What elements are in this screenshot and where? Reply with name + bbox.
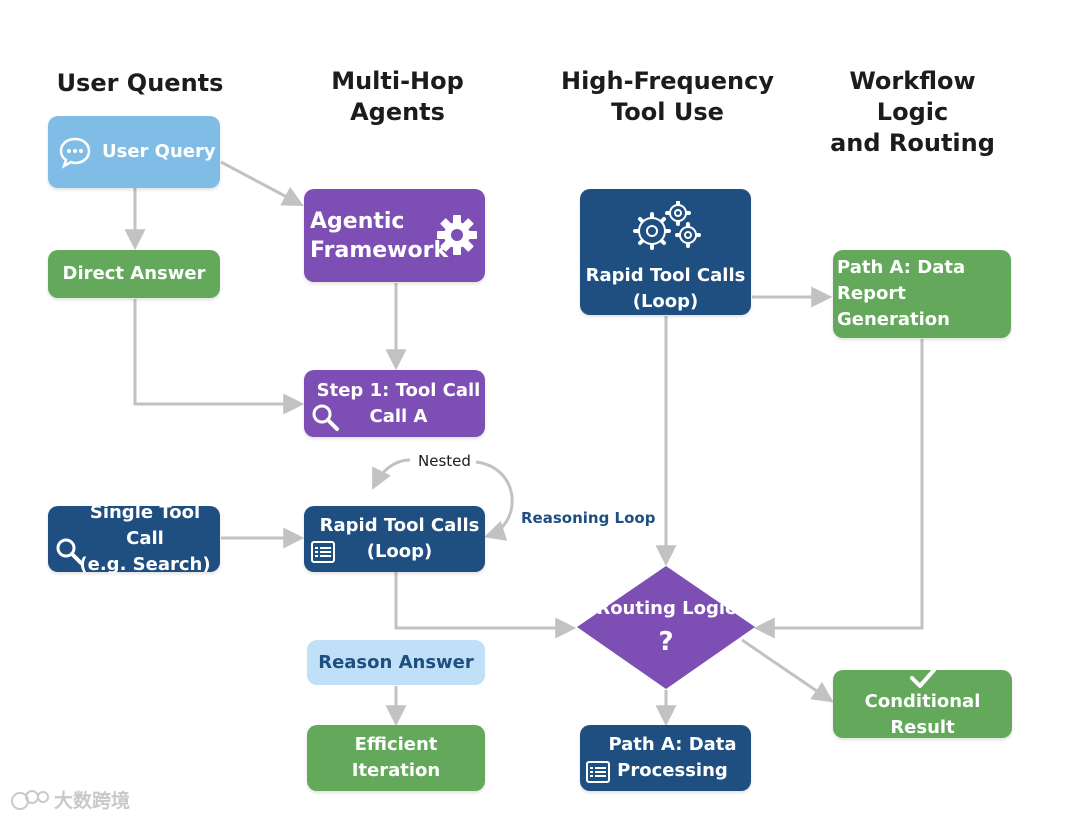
node-conditional-result[interactable]: Conditional Result	[833, 668, 1012, 738]
header-high-frequency-tool-use: High-Frequency Tool Use	[560, 67, 774, 126]
chat-bubble-icon	[59, 137, 91, 169]
node-step1-tool-call-label: Step 1: Tool Call Call A	[316, 379, 481, 427]
node-single-tool-call-label: Single Tool Call (e.g. Search)	[79, 502, 211, 575]
list-icon	[586, 761, 610, 783]
gears-icon	[632, 201, 701, 250]
edge-rapid-to-routing	[394, 572, 577, 639]
edge-report-to-routing	[753, 339, 924, 639]
node-routing-logic[interactable]: Routing Logic ?	[576, 565, 756, 690]
question-mark-icon: ?	[658, 627, 674, 657]
search-icon	[312, 404, 339, 431]
node-user-query-label: User Query	[102, 141, 216, 162]
node-step1-tool-call[interactable]: Step 1: Tool Call Call A	[304, 370, 485, 437]
list-icon	[311, 541, 335, 563]
watermark: 大数跨境	[10, 786, 130, 813]
routing-logic-label: Routing Logic	[596, 598, 736, 619]
node-direct-answer-label: Direct Answer	[62, 263, 206, 284]
node-path-a-processing-label: Path A: Data Processing	[608, 734, 737, 781]
node-efficient-iteration-label: Efficient Iteration	[351, 734, 441, 781]
edge-nested-loop	[372, 458, 411, 490]
node-agentic-framework[interactable]: Agentic Framework	[304, 189, 485, 282]
gear-icon	[437, 215, 477, 255]
watermark-text: 大数跨境	[54, 790, 131, 812]
node-single-tool-call[interactable]: Single Tool Call (e.g. Search)	[48, 502, 220, 575]
node-rapid-tool-calls-top[interactable]: Rapid Tool Calls (Loop)	[580, 189, 751, 315]
node-agentic-framework-label: Agentic Framework	[310, 208, 449, 263]
edge-direct-to-step1	[133, 299, 305, 415]
node-path-a-report[interactable]: Path A: Data Report Generation	[833, 250, 1011, 338]
routing-diamond-shape	[577, 566, 755, 689]
edge-label-reasoning-loop: Reasoning Loop	[521, 509, 656, 527]
edge-reasoning-loop	[475, 460, 514, 541]
node-rapid-tool-calls-mid-label: Rapid Tool Calls (Loop)	[319, 515, 480, 562]
watermark-logo-icon	[11, 789, 49, 810]
header-workflow-logic-routing: Workflow Logic and Routing	[830, 67, 995, 157]
checkmark-icon	[909, 668, 936, 688]
edge-query-to-framework	[220, 160, 304, 206]
node-path-a-processing[interactable]: Path A: Data Processing	[580, 725, 751, 791]
node-path-a-report-label: Path A: Data Report Generation	[837, 257, 966, 330]
node-user-query[interactable]: User Query	[48, 116, 220, 188]
node-efficient-iteration[interactable]: Efficient Iteration	[307, 725, 485, 791]
edge-label-nested: Nested	[418, 452, 471, 470]
node-reason-answer[interactable]: Reason Answer	[307, 640, 485, 685]
header-user-queries: User Quents	[56, 69, 224, 97]
node-rapid-tool-calls-top-label: Rapid Tool Calls (Loop)	[585, 265, 746, 312]
node-direct-answer[interactable]: Direct Answer	[48, 250, 220, 298]
edge-routing-to-conditional	[741, 638, 834, 703]
node-reason-answer-label: Reason Answer	[318, 651, 474, 673]
node-rapid-tool-calls-mid[interactable]: Rapid Tool Calls (Loop)	[304, 506, 485, 572]
search-icon	[56, 538, 83, 565]
node-conditional-result-label: Conditional Result	[864, 691, 981, 738]
header-multi-hop-agents: Multi-Hop Agents	[331, 67, 464, 126]
